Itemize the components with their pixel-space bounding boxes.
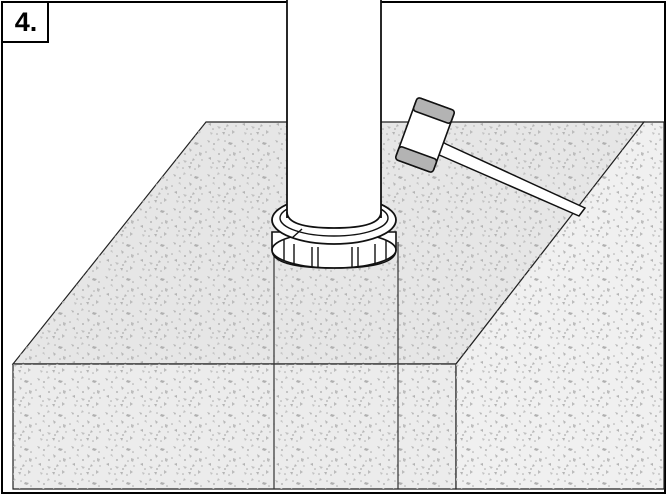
mallet-icon [394,97,587,217]
step-number: 4. [14,6,38,37]
post-pipe [286,0,382,229]
step-number-box: 4. [3,3,49,43]
